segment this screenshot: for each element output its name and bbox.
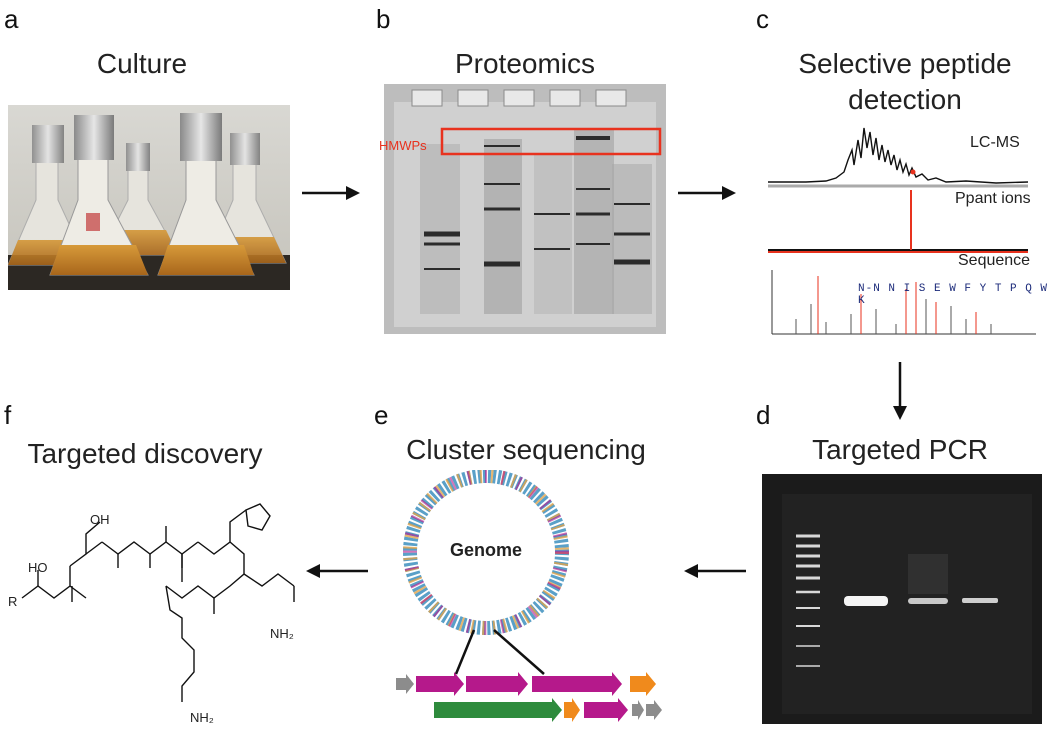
atom-oh-1: OH (90, 512, 110, 527)
lcms-chromatogram (766, 120, 1048, 260)
pcr-gel-image (762, 474, 1042, 724)
panel-c-letter: c (756, 4, 769, 34)
arrow-right-icon (300, 183, 362, 203)
arrow-down-icon (890, 360, 910, 422)
ppant-ions-label: Ppant ions (955, 190, 1031, 207)
atom-nh2-a: NH₂ (270, 626, 294, 641)
genome-label: Genome (449, 540, 523, 560)
atom-r: R (8, 594, 18, 609)
arrow-left-icon (682, 561, 748, 581)
panel-b-title: Proteomics (454, 48, 596, 79)
panel-d-letter: d (756, 400, 771, 430)
sequence-label: Sequence (958, 252, 1031, 269)
panel-c-title-line1: Selective peptide (798, 48, 1012, 79)
panel-e-title: Cluster sequencing (406, 434, 646, 465)
lcms-label: LC-MS (970, 134, 1020, 151)
panel-f-title: Targeted discovery (27, 438, 263, 469)
panel-a-letter: a (4, 4, 19, 34)
genome-circle-diagram (394, 470, 676, 726)
culture-flasks-photo (8, 105, 290, 290)
arrow-left-icon (304, 561, 370, 581)
panel-e-letter: e (374, 400, 389, 430)
peptide-sequence: N-N N I S E W F Y T P Q W K (858, 283, 1049, 307)
hmwp-label: HMWPs (379, 138, 427, 153)
panel-d-title: Targeted PCR (812, 434, 988, 465)
panel-a-title: Culture (96, 48, 188, 79)
atom-ho-2: HO (28, 560, 48, 575)
atom-nh2-b: NH₂ (190, 710, 214, 725)
arrow-right-icon (676, 183, 738, 203)
protein-gel-image (384, 84, 666, 334)
ms-ms-spectrum (766, 264, 1048, 346)
chemical-structure (4, 490, 304, 730)
hmwp-highlight-box (440, 127, 662, 156)
panel-b-letter: b (376, 4, 391, 34)
panel-f-letter: f (4, 400, 12, 430)
panel-c-title-line2: detection (848, 84, 962, 115)
